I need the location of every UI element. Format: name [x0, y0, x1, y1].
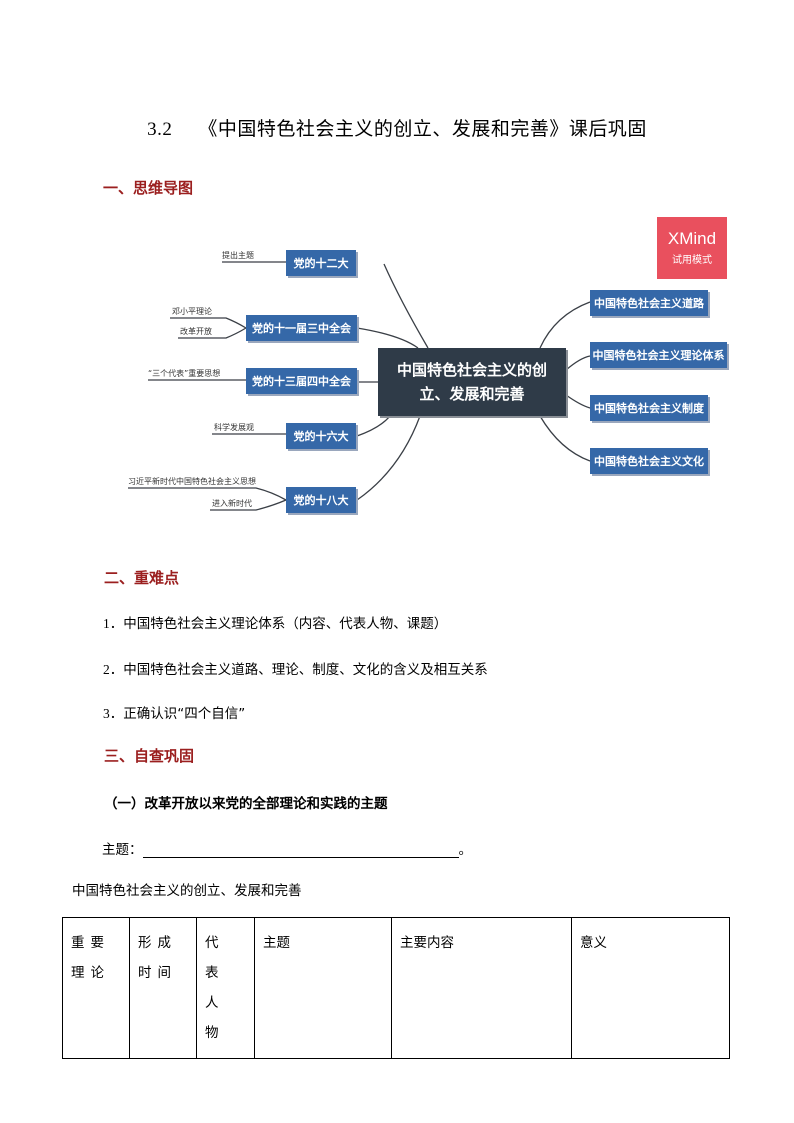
node-socialism-culture: 中国特色社会主义文化	[590, 448, 708, 474]
mindmap-connectors	[128, 261, 591, 511]
table-caption: 中国特色社会主义的创立、发展和完善	[72, 883, 302, 899]
node-socialism-system: 中国特色社会主义制度	[590, 395, 708, 421]
node-party-11th-3rd-plenum: 党的十一届三中全会	[246, 315, 357, 341]
topic-blank-field[interactable]	[142, 843, 459, 858]
col-significance: 意义	[571, 917, 730, 1059]
leaf-deng-theory: 邓小平理论	[172, 307, 212, 316]
node-party-18th: 党的十八大	[286, 487, 356, 513]
col-theme: 主题	[254, 917, 392, 1059]
col-representative: 代表人物	[196, 917, 255, 1059]
page-title: 3.2《中国特色社会主义的创立、发展和完善》课后巩固	[147, 118, 647, 140]
node-party-13th-4th-plenum: 党的十三届四中全会	[246, 368, 357, 394]
theory-table: 重要理论 形成时间 代表人物 主题 主要内容 意义	[62, 917, 730, 1059]
key-point-1: 1．中国特色社会主义理论体系（内容、代表人物、课题）	[103, 616, 448, 632]
xmind-watermark: XMind 试用模式	[657, 217, 727, 279]
section-mindmap-heading: 一、思维导图	[103, 179, 194, 197]
mindmap-center-node: 中国特色社会主义的创 立、发展和完善	[378, 348, 566, 416]
node-party-12th: 党的十二大	[286, 250, 356, 276]
leaf-reform-opening: 改革开放	[180, 327, 212, 336]
col-main-content: 主要内容	[391, 917, 572, 1059]
table-header-row: 重要理论 形成时间 代表人物 主题 主要内容 意义	[62, 917, 730, 1059]
key-point-2: 2．中国特色社会主义道路、理论、制度、文化的含义及相互关系	[103, 662, 488, 678]
section-keypoints-heading: 二、重难点	[104, 569, 180, 587]
key-point-3: 3．正确认识“四个自信”	[103, 706, 246, 722]
col-important-theory: 重要理论	[62, 917, 130, 1059]
selfcheck-subheading: （一）改革开放以来党的全部理论和实践的主题	[104, 796, 388, 812]
col-formation-time: 形成时间	[129, 917, 197, 1059]
node-socialism-theory-system: 中国特色社会主义理论体系	[590, 342, 727, 368]
leaf-scientific-development: 科学发展观	[214, 423, 254, 432]
leaf-three-represents: “三个代表”重要思想	[148, 369, 221, 378]
leaf-xi-thought: 习近平新时代中国特色社会主义思想	[128, 477, 256, 486]
node-socialism-road: 中国特色社会主义道路	[590, 290, 708, 316]
leaf-new-era: 进入新时代	[212, 499, 252, 508]
leaf-propose-theme: 提出主题	[222, 251, 254, 260]
section-selfcheck-heading: 三、自查巩固	[104, 747, 195, 765]
node-party-16th: 党的十六大	[286, 423, 356, 449]
topic-line: 主题：。	[102, 842, 472, 858]
